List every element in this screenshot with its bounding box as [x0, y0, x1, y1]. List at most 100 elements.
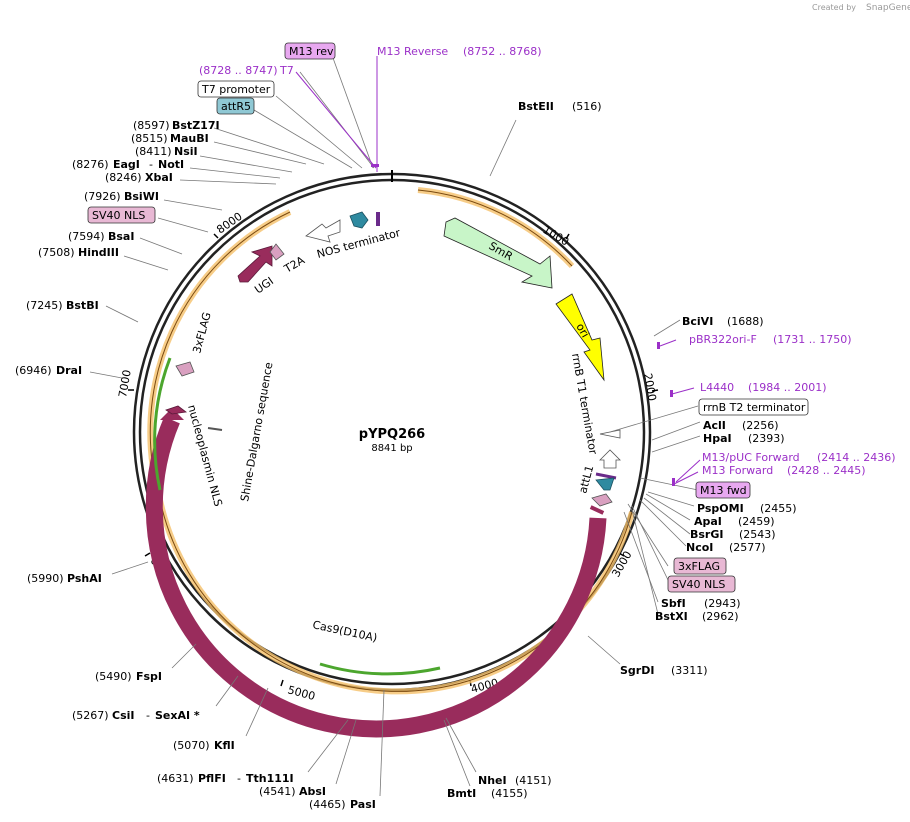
pbr322-label[interactable]: pBR322ori-F [689, 333, 757, 346]
nos-feature[interactable] [305, 219, 341, 243]
bsai-pos: (7594) [68, 230, 105, 243]
pshai-label[interactable]: PshAI [67, 572, 102, 585]
smr-feature[interactable] [443, 217, 553, 289]
m13puc-range: (2414 .. 2436) [817, 451, 896, 464]
t7-promoter-box[interactable] [197, 80, 275, 98]
attl1-feature[interactable] [595, 477, 615, 491]
sv40-top-box[interactable] [87, 206, 156, 224]
created-by-text: Created by [812, 3, 856, 12]
flag-right-feature[interactable] [591, 493, 613, 507]
drai-label[interactable]: DraI [56, 364, 82, 377]
bstz17i-pos: (8597) [133, 119, 170, 132]
acli-pos: (2256) [742, 419, 779, 432]
nucleoplasmin-feature[interactable] [165, 405, 188, 415]
ugi-label: UGI [252, 274, 276, 296]
kfli-label[interactable]: KflI [214, 739, 235, 752]
m13fwd-site [672, 478, 675, 486]
rrnb-t1-feature[interactable] [599, 449, 621, 469]
bstbi-label[interactable]: BstBI [66, 299, 99, 312]
fspi-label[interactable]: FspI [136, 670, 162, 683]
green-arc-bottom [319, 662, 441, 676]
l4440-label[interactable]: L4440 [700, 381, 734, 394]
ugi-feature[interactable] [237, 245, 273, 283]
pbr322-range: (1731 .. 1750) [773, 333, 852, 346]
rrnb-t2-box[interactable] [698, 398, 809, 416]
m13-forward-range: (2428 .. 2445) [787, 464, 866, 477]
sexai-label[interactable]: SexAI * [155, 709, 200, 722]
plasmid-length: 8841 bp [371, 443, 412, 454]
fspi-pos: (5490) [95, 670, 132, 683]
shine-label: Shine-Dalgarno sequence [238, 361, 275, 503]
ncoi-label[interactable]: NcoI [686, 541, 713, 554]
hpai-label[interactable]: HpaI [703, 432, 732, 445]
pflfi-pos: (4631) [157, 772, 194, 785]
hindiii-pos: (7508) [38, 246, 75, 259]
nucleoplasmin-label: nucleoplasmin NLS [185, 403, 225, 507]
attr5-feature[interactable] [349, 211, 369, 229]
sv40-right-feature[interactable] [589, 505, 605, 515]
sgrdi-label[interactable]: SgrDI [620, 664, 654, 677]
t7-promoter-feature[interactable] [376, 212, 380, 226]
xbai-label[interactable]: XbaI [145, 171, 173, 184]
ncoi-pos: (2577) [729, 541, 766, 554]
m13puc-label[interactable]: M13/pUC Forward [702, 451, 800, 464]
shine-feature [207, 427, 223, 431]
maubi-label[interactable]: MauBI [170, 132, 209, 145]
hindiii-label[interactable]: HindIII [78, 246, 119, 259]
tick-label-5000: 5000 [286, 683, 316, 703]
pasi-label[interactable]: PasI [350, 798, 376, 811]
m13rev-box[interactable] [284, 42, 336, 60]
t7-label[interactable]: T7 [279, 64, 294, 77]
acli-label[interactable]: AclI [703, 419, 726, 432]
nsii-pos: (8411) [135, 145, 172, 158]
cas9-feature[interactable] [145, 416, 607, 738]
m13-reverse-label[interactable]: M13 Reverse [377, 45, 448, 58]
bcivi-label[interactable]: BciVI [682, 315, 713, 328]
sgrdi-pos: (3311) [671, 664, 708, 677]
flag-left-feature[interactable] [175, 361, 195, 377]
bstbi-pos: (7245) [26, 299, 63, 312]
bsrgi-label[interactable]: BsrGI [690, 528, 723, 541]
sbfi-label[interactable]: SbfI [661, 597, 686, 610]
pspomi-label[interactable]: PspOMI [697, 502, 744, 515]
bstz17i-label[interactable]: BstZ17I [172, 119, 220, 132]
flag-right-label: 3xFLAG [678, 560, 720, 573]
nhei-pos: (4151) [515, 774, 552, 787]
rrnb-t2-feature[interactable] [599, 429, 621, 439]
nhei-label[interactable]: NheI [478, 774, 507, 787]
pasi-pos: (4465) [309, 798, 346, 811]
absi-label[interactable]: AbsI [299, 785, 326, 798]
bsai-label[interactable]: BsaI [108, 230, 134, 243]
sv40-right-box[interactable] [667, 575, 736, 593]
l4440-range: (1984 .. 2001) [748, 381, 827, 394]
maubi-pos: (8515) [131, 132, 168, 145]
bsteii-label[interactable]: BstEII [518, 100, 554, 113]
absi-pos: (4541) [259, 785, 296, 798]
bsrgi-pos: (2543) [739, 528, 776, 541]
attr5-box[interactable] [216, 97, 255, 115]
flag-right-box[interactable] [673, 557, 727, 575]
bsteii-pos: (516) [572, 100, 602, 113]
cas9-label: Cas9(D10A) [311, 618, 378, 644]
tth-label[interactable]: Tth111I [246, 772, 294, 785]
flag-left-label: 3xFLAG [190, 311, 213, 355]
eagi-pos: (8276) [72, 158, 109, 171]
pflfi-label[interactable]: PflFI [198, 772, 226, 785]
rrnb-t2-label: rrnB T2 terminator [703, 401, 806, 414]
hpai-pos: (2393) [748, 432, 785, 445]
green-arc-left [153, 357, 172, 491]
bsiwi-label[interactable]: BsiWI [124, 190, 159, 203]
t2a-feature[interactable] [269, 243, 285, 261]
apai-label[interactable]: ApaI [694, 515, 722, 528]
nsii-label[interactable]: NsiI [174, 145, 198, 158]
bmti-label[interactable]: BmtI [447, 787, 476, 800]
ori-feature[interactable] [555, 293, 605, 382]
bstxi-label[interactable]: BstXI [655, 610, 688, 623]
eagi-label[interactable]: EagI [113, 158, 140, 171]
m13-forward-label[interactable]: M13 Forward [702, 464, 773, 477]
csii-label[interactable]: CsiI [112, 709, 134, 722]
m13fwd-box[interactable] [695, 481, 751, 499]
noti-label[interactable]: NotI [158, 158, 184, 171]
sv40-right-label: SV40 NLS [672, 578, 725, 591]
